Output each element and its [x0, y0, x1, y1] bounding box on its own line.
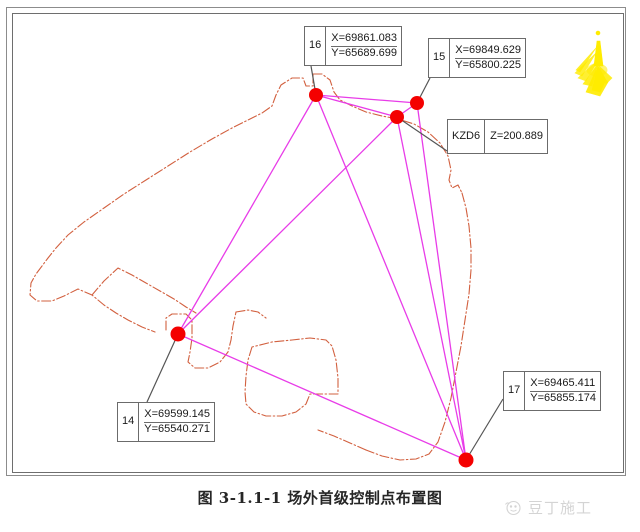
callout-y-16: Y=65689.699	[331, 46, 398, 59]
leader-line-kzd6	[396, 116, 448, 152]
callout-values-15: X=69849.629 Y=65800.225	[450, 39, 525, 77]
site-boundary-top-right	[312, 73, 463, 194]
callout-id-14: 14	[118, 403, 140, 441]
network-line-15-17	[416, 102, 467, 461]
callout-values-14: X=69599.145 Y=65540.271	[139, 403, 214, 441]
network-line-16-kzd6	[315, 94, 398, 118]
control-point-marker-14[interactable]	[170, 326, 186, 342]
control-point-marker-16[interactable]	[309, 88, 323, 102]
callout-x-16: X=69861.083	[331, 32, 398, 47]
site-boundary-outer	[29, 73, 314, 333]
network-line-16-17	[315, 94, 467, 461]
site-boundary-left-notch	[91, 267, 197, 314]
site-boundary-mid-swoop	[235, 309, 267, 319]
site-boundary-inner-building	[244, 337, 339, 417]
callout-y-14: Y=65540.271	[144, 422, 211, 435]
callout-id-16: 16	[305, 27, 327, 65]
network-line-kzd6-17	[396, 116, 467, 461]
leader-line-14	[146, 333, 179, 403]
callout-x-15: X=69849.629	[455, 44, 522, 59]
control-point-marker-kzd6[interactable]	[390, 110, 404, 124]
site-boundary-group	[29, 73, 472, 461]
callout-id-17: 17	[504, 372, 526, 410]
control-point-marker-17[interactable]	[458, 452, 474, 468]
callout-values-17: X=69465.411 Y=65855.174	[525, 372, 600, 410]
site-boundary-point14-pocket	[165, 311, 237, 369]
callout-id-kzd6: KZD6	[448, 120, 486, 153]
site-boundary-bottom	[317, 429, 367, 451]
control-network-lines	[177, 94, 467, 461]
control-point-markers	[170, 88, 474, 468]
callout-point-15[interactable]: 15 X=69849.629 Y=65800.225	[428, 38, 527, 78]
callout-point-16[interactable]: 16 X=69861.083 Y=65689.699	[304, 26, 403, 66]
callout-z-kzd6: Z=200.889	[490, 129, 544, 142]
callout-point-17[interactable]: 17 X=69465.411 Y=65855.174	[503, 371, 602, 411]
callout-values-16: X=69861.083 Y=65689.699	[326, 27, 401, 65]
callout-x-14: X=69599.145	[144, 408, 211, 423]
callout-y-17: Y=65855.174	[530, 391, 597, 404]
watermark: 豆丁施工	[503, 497, 592, 518]
callout-y-15: Y=65800.225	[455, 58, 522, 71]
leader-line-17	[465, 398, 504, 461]
bean-circle-logo-icon	[505, 500, 521, 515]
callout-point-kzd6[interactable]: KZD6 Z=200.889	[447, 119, 549, 154]
network-line-kzd6-14	[177, 116, 398, 335]
callout-values-kzd6: Z=200.889	[485, 120, 547, 153]
figure-caption: 图 3-1.1-1 场外首级控制点布置图	[197, 489, 443, 507]
network-line-16-15	[315, 94, 418, 104]
callout-id-15: 15	[429, 39, 451, 77]
watermark-text: 豆丁施工	[528, 499, 593, 517]
control-point-marker-15[interactable]	[410, 96, 424, 110]
crane-symbol-icon	[574, 30, 613, 97]
callout-x-17: X=69465.411	[530, 377, 597, 392]
network-line-16-14	[177, 94, 317, 335]
network-line-14-17	[177, 333, 467, 461]
callout-point-14[interactable]: 14 X=69599.145 Y=65540.271	[117, 402, 216, 442]
site-boundary-right	[365, 192, 472, 461]
